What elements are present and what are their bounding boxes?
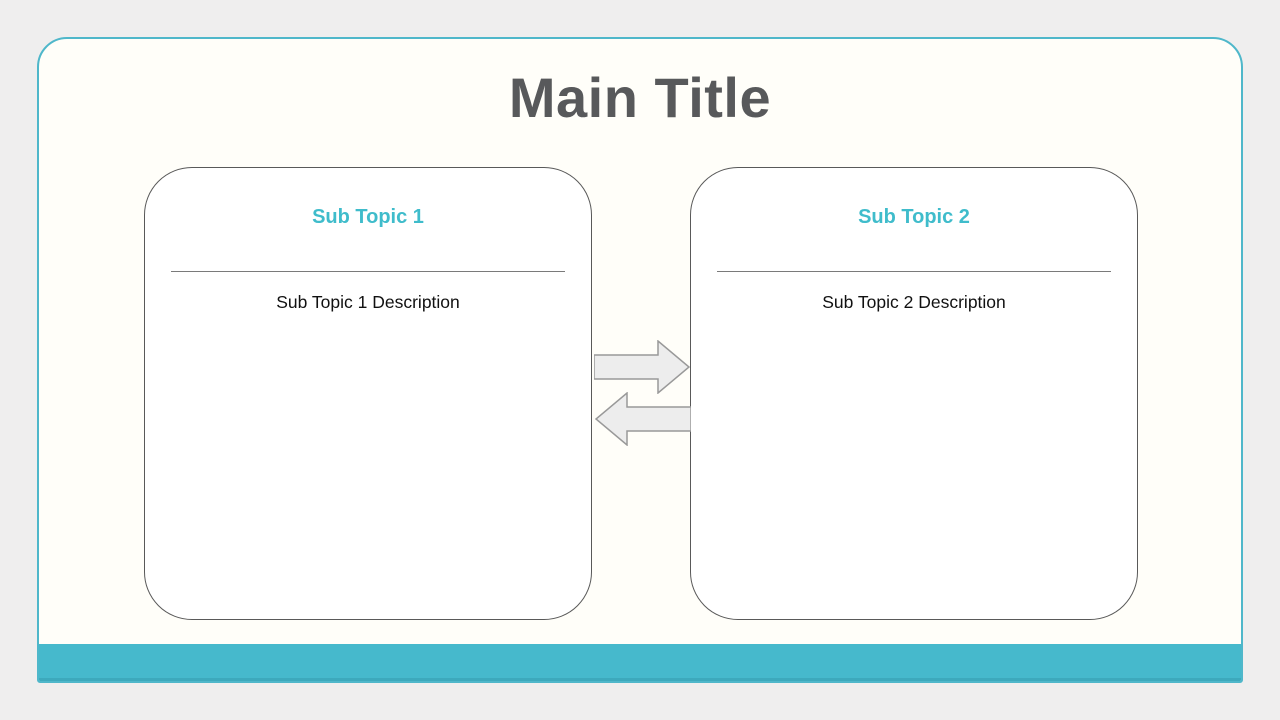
footer-accent-bar	[39, 644, 1241, 681]
main-title: Main Title	[508, 66, 772, 129]
subtopic-2-divider	[717, 271, 1111, 272]
slide-card: Main Title Sub Topic 1 Sub Topic 1 Descr…	[37, 37, 1243, 683]
subtopic-1-description: Sub Topic 1 Description	[276, 292, 460, 312]
subtopic-1-divider	[171, 271, 565, 272]
left-arrow-icon	[595, 392, 691, 446]
subtopic-2-title: Sub Topic 2	[858, 206, 970, 228]
subtopic-2-description: Sub Topic 2 Description	[822, 292, 1006, 312]
subtopic-1-title: Sub Topic 1	[312, 206, 424, 228]
subtopic-box-2: Sub Topic 2 Sub Topic 2 Description	[690, 167, 1138, 620]
right-arrow-icon	[594, 340, 690, 394]
subtopic-box-1: Sub Topic 1 Sub Topic 1 Description	[144, 167, 592, 620]
